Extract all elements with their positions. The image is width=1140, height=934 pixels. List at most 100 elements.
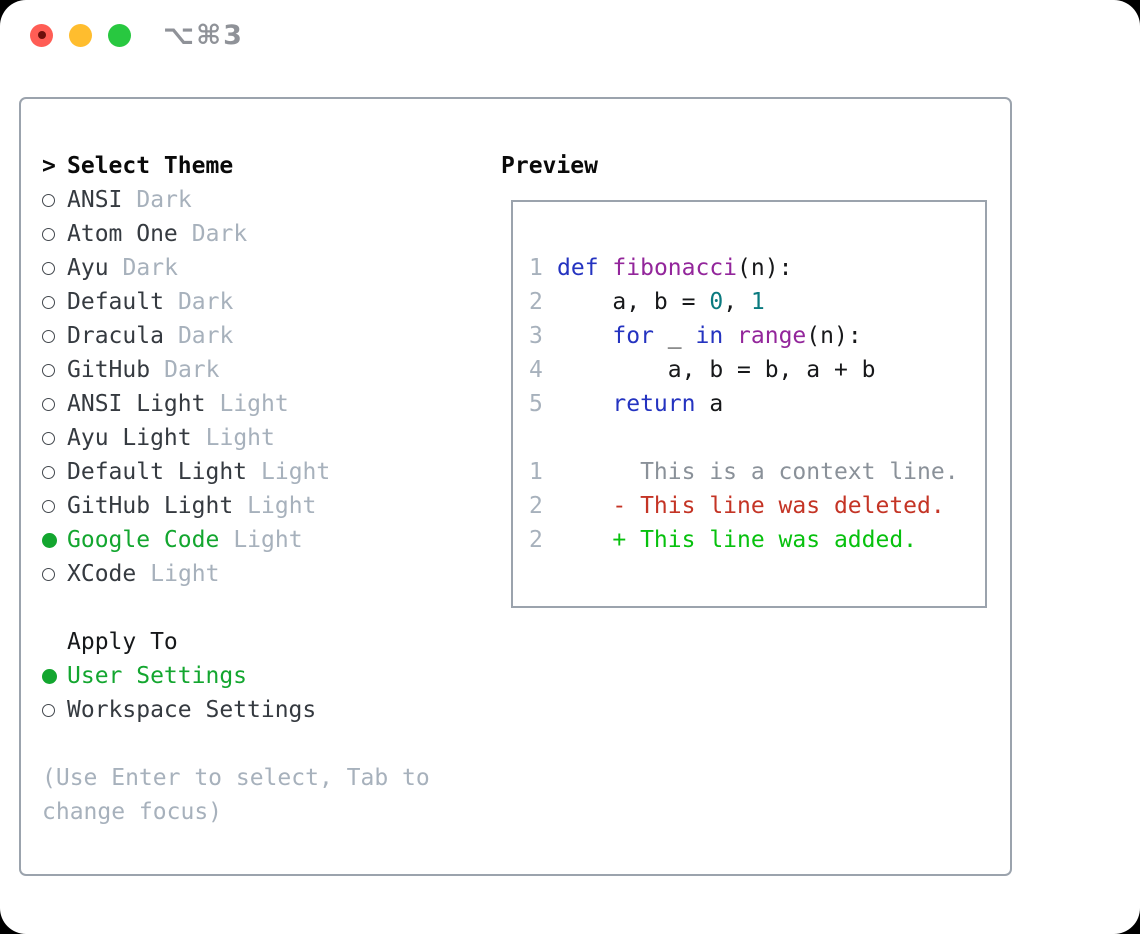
theme-option-atom-one[interactable]: Atom One Dark	[42, 217, 482, 251]
token-number: 0	[709, 289, 724, 315]
spacer	[529, 421, 985, 455]
theme-name: Default Light	[67, 459, 248, 485]
prompt-icon: >	[42, 153, 56, 179]
token-plain: (n):	[737, 255, 793, 281]
token-plain: (n):	[806, 323, 862, 349]
theme-option-xcode[interactable]: XCode Light	[42, 557, 482, 591]
token-func: fibonacci	[612, 255, 738, 281]
token-plain	[723, 323, 737, 349]
minimize-button-icon[interactable]	[69, 23, 92, 47]
line-content: a, b = b, a + b	[557, 357, 876, 383]
theme-variant: Light	[205, 425, 275, 451]
theme-option-github[interactable]: GitHub Dark	[42, 353, 482, 387]
line-content: This is a context line.	[557, 459, 959, 485]
theme-option-google-code[interactable]: Google Code Light	[42, 523, 482, 557]
theme-name: GitHub Light	[67, 493, 234, 519]
theme-variant: Dark	[122, 255, 178, 281]
radio-icon	[42, 431, 55, 445]
line-number: 2	[529, 289, 543, 315]
theme-option-ansi-light[interactable]: ANSI Light Light	[42, 387, 482, 421]
line-content: a, b = 0, 1	[557, 289, 765, 315]
preview-box: 1 def fibonacci(n): 2 a, b = 0, 1 3 for …	[511, 200, 987, 608]
traffic-lights	[30, 23, 131, 47]
diff-line-deleted: 2 - This line was deleted.	[529, 489, 985, 523]
radio-selected-icon	[42, 532, 57, 548]
theme-name: Ayu	[67, 255, 109, 281]
theme-variant: Dark	[177, 289, 234, 315]
line-number: 3	[529, 323, 543, 349]
theme-variant: Light	[261, 459, 331, 485]
select-theme-title: Select Theme	[67, 153, 234, 179]
token-func: range	[737, 323, 807, 349]
theme-name: Ayu Light	[67, 425, 192, 451]
theme-option-ayu[interactable]: Ayu Dark	[42, 251, 482, 285]
token-plain: a, b =	[557, 289, 710, 315]
theme-option-ansi[interactable]: ANSI Dark	[42, 183, 482, 217]
theme-name: ANSI Light	[67, 391, 206, 417]
radio-icon	[42, 703, 55, 717]
radio-icon	[42, 193, 55, 207]
line-number: 2	[529, 493, 543, 519]
token-number: 1	[750, 289, 765, 315]
code-preview: 1 def fibonacci(n): 2 a, b = 0, 1 3 for …	[529, 251, 985, 421]
line-number: 1	[529, 255, 543, 281]
code-line: 5 return a	[529, 387, 985, 421]
theme-name: Default	[67, 289, 164, 315]
diff-preview: 1 This is a context line. 2 - This line …	[529, 455, 985, 557]
line-number: 1	[529, 459, 543, 485]
diff-line-context: 1 This is a context line.	[529, 455, 985, 489]
title-bar: ⌥⌘3	[0, 0, 1140, 70]
line-content: - This line was deleted.	[557, 493, 945, 519]
apply-option-label: Workspace Settings	[67, 697, 317, 723]
theme-option-ayu-light[interactable]: Ayu Light Light	[42, 421, 482, 455]
token-keyword: return	[612, 391, 696, 417]
theme-name: Google Code	[67, 527, 220, 553]
token-plain	[599, 255, 613, 281]
theme-variant: Dark	[191, 221, 248, 247]
theme-name: XCode	[67, 561, 137, 587]
theme-name: Dracula	[67, 323, 164, 349]
line-content: return a	[557, 391, 723, 417]
radio-icon	[42, 329, 55, 343]
theme-option-dracula[interactable]: Dracula Dark	[42, 319, 482, 353]
apply-to-title: Apply To	[67, 629, 178, 655]
theme-variant: Light	[233, 527, 303, 553]
preview-title: Preview	[501, 153, 598, 179]
diff-line-added: 2 + This line was added.	[529, 523, 985, 557]
close-button-icon[interactable]	[30, 23, 53, 47]
token-plain: _	[653, 323, 696, 349]
token-plain: ,	[723, 289, 751, 315]
token-keyword: def	[557, 255, 599, 281]
token-keyword: for	[612, 323, 654, 349]
theme-name: ANSI	[67, 187, 123, 213]
apply-option-user-settings[interactable]: User Settings	[42, 659, 482, 693]
spacer	[42, 727, 482, 761]
line-number: 2	[529, 527, 543, 553]
theme-variant: Dark	[136, 187, 192, 213]
theme-variant: Dark	[164, 357, 220, 383]
radio-icon	[42, 465, 55, 479]
theme-variant: Dark	[177, 323, 234, 349]
radio-icon	[42, 363, 55, 377]
theme-list: ANSI Dark Atom One Dark Ayu Dark Default…	[42, 183, 482, 591]
theme-option-github-light[interactable]: GitHub Light Light	[42, 489, 482, 523]
apply-option-workspace-settings[interactable]: Workspace Settings	[42, 693, 482, 727]
line-number: 4	[529, 357, 543, 383]
zoom-button-icon[interactable]	[108, 23, 131, 47]
apply-to-list: User Settings Workspace Settings	[42, 659, 482, 727]
line-number: 5	[529, 391, 543, 417]
theme-name: GitHub	[67, 357, 151, 383]
code-line: 4 a, b = b, a + b	[529, 353, 985, 387]
theme-option-default-light[interactable]: Default Light Light	[42, 455, 482, 489]
theme-variant: Light	[247, 493, 317, 519]
code-line: 3 for _ in range(n):	[529, 319, 985, 353]
radio-selected-icon	[42, 668, 57, 684]
token-plain	[557, 391, 612, 417]
apply-to-header: Apply To	[42, 625, 482, 659]
theme-selector: > Select Theme ANSI Dark Atom One Dark A…	[42, 149, 482, 829]
theme-option-default[interactable]: Default Dark	[42, 285, 482, 319]
spacer	[42, 591, 482, 625]
select-theme-header: > Select Theme	[42, 149, 482, 183]
token-plain: a, b = b, a + b	[557, 357, 876, 383]
